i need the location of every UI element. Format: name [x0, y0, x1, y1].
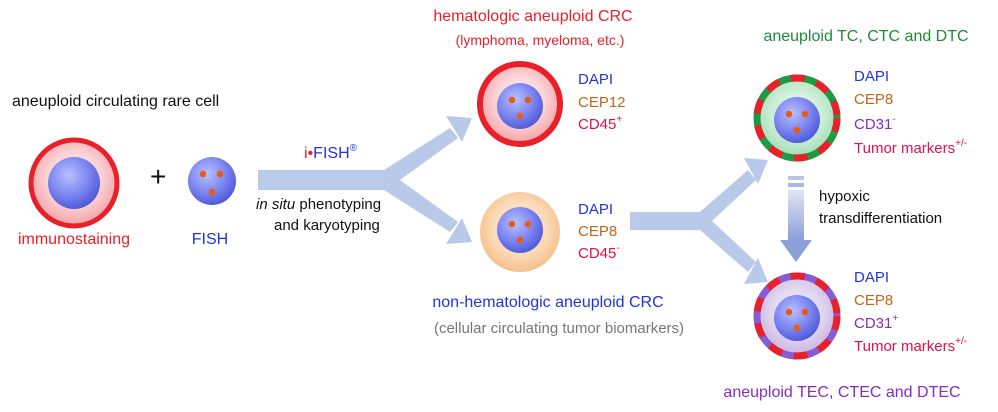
transition-line1: hypoxic — [819, 188, 870, 205]
insitu-rest: phenotyping — [295, 196, 382, 213]
ifish-main: FISH — [313, 145, 350, 162]
nonhematologic-cd45-sign: - — [616, 243, 620, 254]
tc-dapi: DAPI — [854, 68, 890, 85]
nonhematologic-subtitle: (cellular circulating tumor biomarkers) — [433, 320, 685, 337]
karyotyping-label: and karyotyping — [274, 217, 380, 234]
main-flow-arrow — [258, 116, 472, 244]
tec-cell — [753, 272, 841, 360]
hematologic-subtitle: (lymphoma, myeloma, etc.) — [455, 32, 625, 48]
insitu-label: in situ phenotyping — [256, 197, 381, 212]
tec-dapi: DAPI — [854, 269, 890, 286]
hematologic-cd45-sign: + — [616, 114, 623, 125]
tec-cd31-sign: + — [892, 313, 899, 324]
tc-tumor-sign: +/- — [955, 138, 968, 149]
tc-cep: CEP8 — [854, 91, 894, 108]
ifish-prefix: i — [304, 145, 308, 162]
tec-title: aneuploid TEC, CTEC and DTEC — [723, 384, 961, 401]
ifish-label: i•FISH® — [304, 143, 357, 162]
tec-cd31-label: CD31 — [854, 315, 893, 332]
tec-tumor-label: Tumor markers — [854, 338, 956, 355]
plus-sign: + — [150, 161, 167, 192]
tc-cd31-label: CD31 — [854, 116, 893, 133]
immunostaining-label: immunostaining — [17, 231, 131, 248]
fish-nucleus — [188, 157, 236, 205]
tc-cell — [753, 74, 841, 162]
nonhematologic-crc-cell — [480, 192, 560, 272]
tc-title: aneuploid TC, CTC and DTC — [763, 28, 969, 45]
hematologic-dapi: DAPI — [578, 71, 614, 88]
split-arrow — [630, 158, 768, 284]
hematologic-title: hematologic aneuploid CRC — [433, 8, 633, 25]
ifish-registered: ® — [349, 143, 357, 154]
hematologic-cep: CEP12 — [578, 94, 626, 111]
transition-line2: transdifferentiation — [819, 210, 943, 227]
tec-tumor-sign: +/- — [955, 336, 968, 347]
tc-tumor-markers: Tumor markers+/- — [854, 138, 968, 157]
tc-cd31: CD31- — [854, 114, 896, 133]
ifish-dot: • — [307, 145, 314, 162]
nonhematologic-dapi: DAPI — [578, 201, 614, 218]
tc-cd31-sign: - — [892, 114, 896, 125]
hematologic-cd45: CD45+ — [578, 114, 623, 133]
transition-arrow — [780, 176, 812, 262]
tec-cep: CEP8 — [854, 292, 894, 309]
tec-cd31: CD31+ — [854, 313, 899, 332]
tec-tumor-markers: Tumor markers+/- — [854, 336, 968, 355]
hematologic-crc-cell — [477, 61, 563, 147]
hematologic-cd45-label: CD45 — [578, 116, 617, 133]
nonhematologic-cd45: CD45- — [578, 243, 620, 262]
tc-tumor-label: Tumor markers — [854, 140, 956, 157]
rare-cell-title: aneuploid circulating rare cell — [12, 93, 220, 110]
fish-label: FISH — [191, 231, 229, 248]
nonhematologic-cd45-label: CD45 — [578, 245, 617, 262]
insitu-italic: in situ — [256, 196, 296, 213]
nonhematologic-title: non-hematologic aneuploid CRC — [432, 294, 664, 311]
immunostaining-cell — [28, 137, 120, 229]
nonhematologic-cep: CEP8 — [578, 223, 618, 240]
